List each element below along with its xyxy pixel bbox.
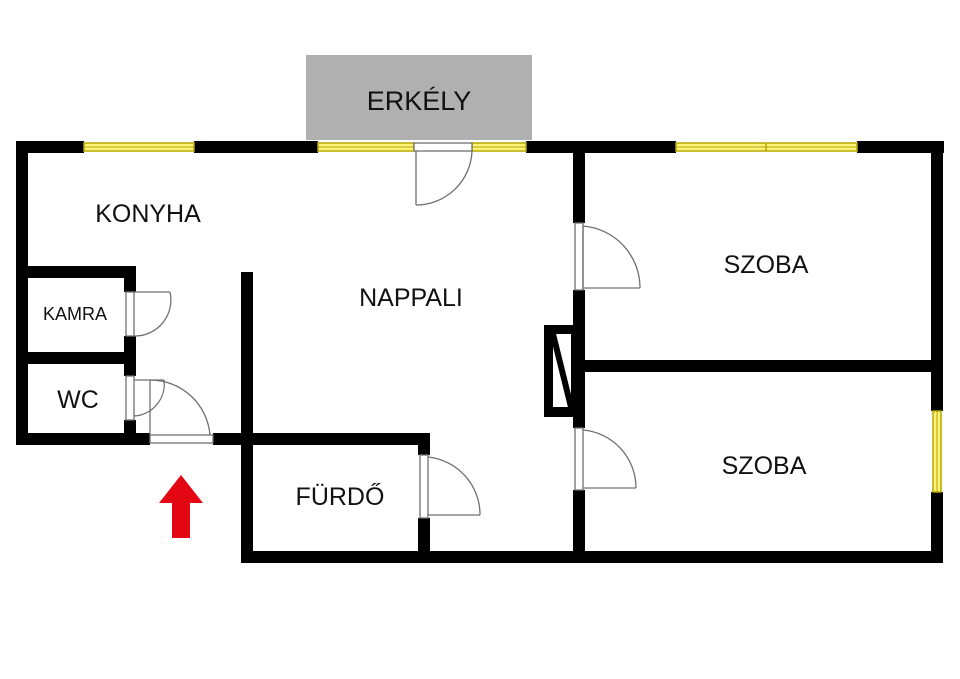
door-entrance [149, 379, 214, 444]
wall-partition-top [573, 141, 585, 223]
room-label-bathroom: FÜRDŐ [296, 482, 385, 511]
door-pantry [125, 291, 172, 337]
wall-right-upper [931, 141, 943, 411]
door-balcony [413, 142, 473, 206]
doors [125, 142, 641, 519]
wall-pantry-wc [16, 352, 136, 364]
room-label-wc: WC [57, 386, 99, 414]
room-label-pantry: KAMRA [43, 304, 107, 324]
wall-corridor [241, 272, 253, 563]
wall-pantry-right-b [124, 336, 136, 376]
wall-bath-right-bottom [418, 518, 430, 563]
door-bathroom [419, 454, 481, 519]
room-labels: KONYHA NAPPALI KAMRA WC FÜRDŐ SZOBA SZOB… [43, 200, 809, 511]
wall-wc-right-b [124, 420, 136, 445]
entrance-arrow-icon [159, 475, 203, 538]
door-bedroom-2 [574, 427, 637, 491]
wall-partition-low [573, 490, 585, 563]
wall-bottom-left [16, 433, 150, 445]
room-label-bedroom-1: SZOBA [724, 251, 809, 279]
door-wc [125, 375, 165, 421]
wall-pantry-right-a [124, 266, 136, 292]
door-bedroom-1 [574, 222, 641, 291]
wall-bottom-main [241, 551, 943, 563]
wall-bedrooms [573, 360, 943, 372]
wall-top-left [16, 141, 84, 153]
walls [16, 141, 944, 563]
room-label-bedroom-2: SZOBA [722, 452, 807, 480]
wall-right-lower [931, 492, 943, 563]
wall-top-right-mid [526, 141, 676, 153]
balcony-area [306, 55, 532, 140]
room-label-living-room: NAPPALI [359, 284, 463, 312]
balcony-label: ERKÉLY [367, 86, 472, 116]
windows [83, 142, 942, 493]
wall-bath-right-top [418, 433, 430, 455]
room-label-kitchen: KONYHA [95, 200, 201, 228]
wall-pantry-top [16, 266, 136, 278]
wall-top-mid [194, 141, 318, 153]
wall-left [16, 141, 28, 445]
chimney-detail [550, 333, 574, 408]
wall-top-right [857, 141, 944, 153]
balcony: ERKÉLY [306, 55, 532, 140]
wall-bottom-step [213, 433, 430, 445]
